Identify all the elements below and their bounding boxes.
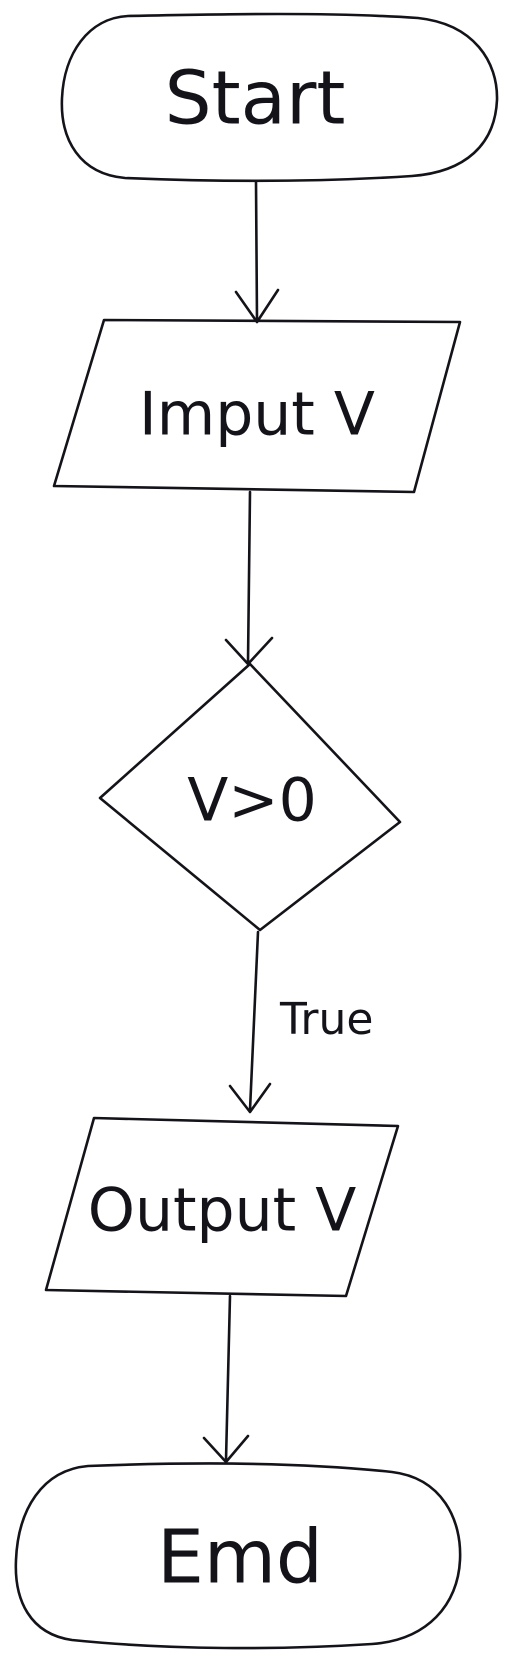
edge-start-input — [234, 180, 280, 324]
end-terminator-shape — [14, 1462, 462, 1650]
edge-decision-output-arrowhead — [228, 1082, 272, 1114]
edge-output-end — [202, 1294, 250, 1464]
start-node: Start — [60, 12, 499, 183]
decision-diamond-shape — [98, 662, 402, 932]
output-label: Output V — [88, 1176, 357, 1246]
input-label: Imput V — [139, 380, 375, 450]
input-node: Imput V — [52, 318, 462, 494]
decision-node: V>0 — [98, 662, 402, 932]
start-terminator-shape — [60, 12, 499, 183]
edge-start-input-line — [254, 180, 259, 322]
edge-decision-output: True — [228, 930, 373, 1114]
edge-output-end-arrowhead — [202, 1434, 250, 1464]
input-parallelogram-shape — [52, 318, 462, 494]
edge-true-label: True — [279, 994, 373, 1045]
edge-decision-output-line — [248, 930, 260, 1112]
end-label: Emd — [157, 1515, 323, 1601]
decision-label: V>0 — [187, 766, 317, 836]
edge-output-end-line — [224, 1294, 232, 1462]
end-node: Emd — [14, 1462, 462, 1650]
output-parallelogram-shape — [44, 1116, 400, 1298]
edge-input-decision — [224, 490, 274, 666]
output-node: Output V — [44, 1116, 400, 1298]
start-label: Start — [165, 56, 346, 142]
edge-input-decision-line — [246, 490, 252, 664]
edge-input-decision-arrowhead — [224, 636, 274, 666]
